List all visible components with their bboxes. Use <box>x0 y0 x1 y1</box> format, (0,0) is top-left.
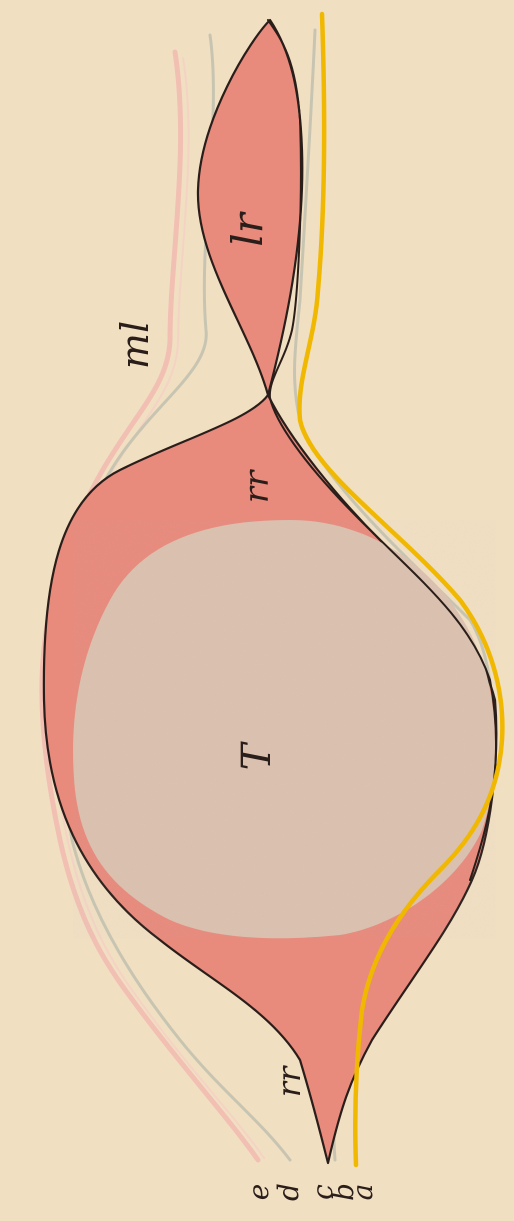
label-e: e <box>242 1184 275 1201</box>
label-d: d <box>272 1183 305 1201</box>
label-rr-upper: rr <box>237 469 277 503</box>
label-ml: ml <box>113 321 157 369</box>
label-T: T <box>234 740 280 770</box>
label-a: a <box>346 1184 379 1201</box>
label-rr-lower: rr <box>270 1065 308 1097</box>
label-lr: lr <box>223 210 272 246</box>
